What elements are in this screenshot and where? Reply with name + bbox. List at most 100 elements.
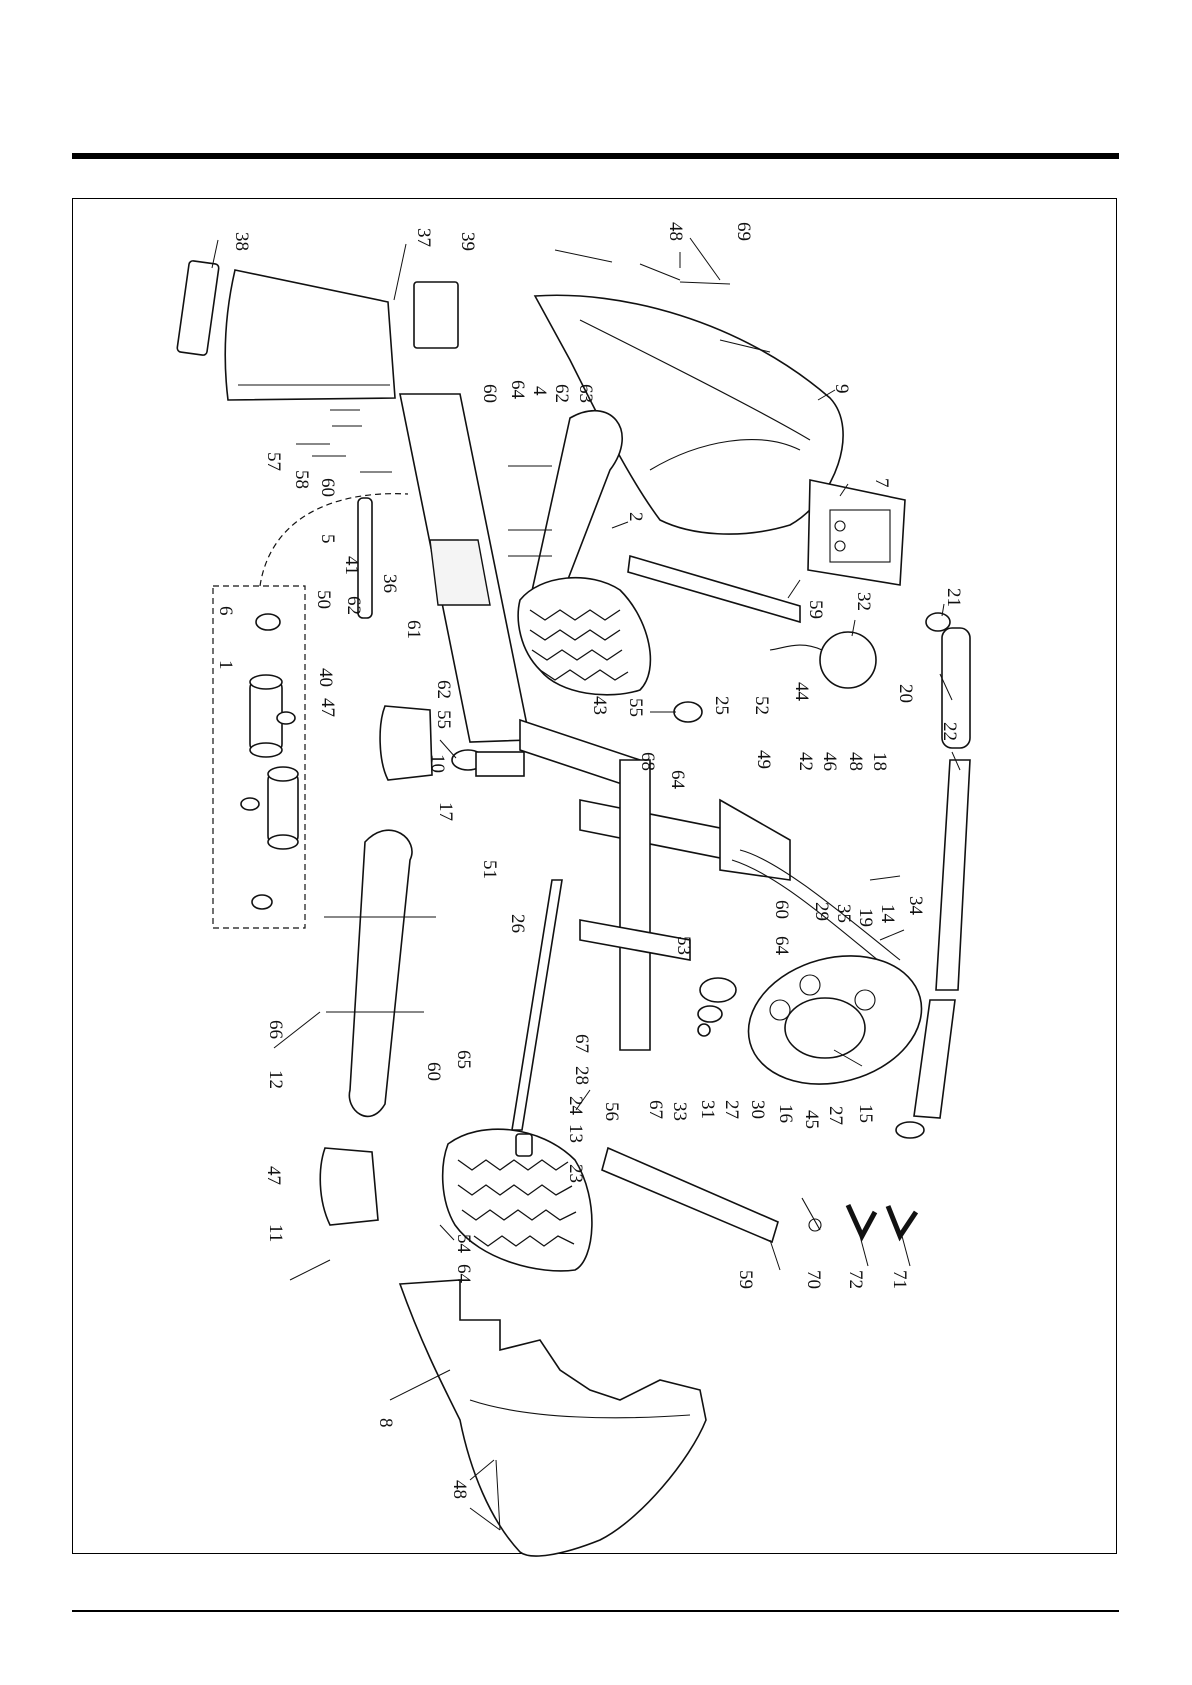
callout-60b: 60 <box>317 478 338 497</box>
callout-7: 7 <box>871 478 892 488</box>
callout-69: 69 <box>733 222 754 241</box>
callout-32: 32 <box>853 592 874 611</box>
part-end-cap-10 <box>380 706 432 780</box>
callout-40: 40 <box>315 668 336 687</box>
callout-60c: 60 <box>771 900 792 919</box>
part-tension-knob <box>650 702 702 722</box>
callout-64c: 64 <box>771 936 792 956</box>
part-sensor <box>770 632 876 688</box>
callout-47: 47 <box>317 698 338 717</box>
callout-31: 31 <box>697 1100 718 1119</box>
part-end-cap-11 <box>320 1148 378 1225</box>
callout-64b: 64 <box>667 770 688 790</box>
callout-50: 50 <box>313 590 334 609</box>
callout-45: 45 <box>801 1110 822 1129</box>
callout-5: 5 <box>317 534 338 544</box>
callout-55: 55 <box>433 710 454 729</box>
callout-24: 24 <box>565 1096 586 1116</box>
callout-59b: 59 <box>735 1270 756 1289</box>
callout-61: 61 <box>403 620 424 639</box>
callout-52: 52 <box>751 696 772 715</box>
callout-29: 29 <box>811 902 832 921</box>
callout-4: 4 <box>529 386 550 396</box>
callout-37: 37 <box>413 228 434 247</box>
callout-66: 66 <box>265 1020 286 1039</box>
callout-27b: 27 <box>825 1106 846 1125</box>
callout-72: 72 <box>845 1270 866 1289</box>
callout-70: 70 <box>803 1270 824 1289</box>
part-front-cover-left <box>400 1280 706 1556</box>
callout-18: 18 <box>869 752 890 771</box>
callout-36: 36 <box>379 574 400 593</box>
callout-26: 26 <box>507 914 528 933</box>
part-arm-bar-lower <box>602 1148 778 1242</box>
callout-63: 63 <box>575 384 596 403</box>
part-seat-knob <box>452 750 524 776</box>
callout-46: 46 <box>819 752 840 771</box>
callout-22: 22 <box>939 722 960 741</box>
callout-21: 21 <box>943 588 964 607</box>
callout-23: 23 <box>565 1164 586 1183</box>
callout-67b: 67 <box>645 1100 666 1119</box>
callout-15: 15 <box>855 1104 876 1123</box>
part-39-block <box>414 282 458 348</box>
callout-33: 33 <box>669 1102 690 1121</box>
callout-68: 68 <box>637 752 658 771</box>
callout-1: 1 <box>215 660 236 670</box>
callout-42: 42 <box>795 752 816 771</box>
callout-35: 35 <box>833 904 854 923</box>
callout-65: 65 <box>453 1050 474 1069</box>
callout-62c: 62 <box>433 680 454 699</box>
callout-16: 16 <box>775 1104 796 1123</box>
callout-12: 12 <box>265 1070 286 1089</box>
callout-28: 28 <box>571 1066 592 1085</box>
part-pulley <box>698 978 736 1036</box>
callout-62: 62 <box>551 384 572 403</box>
callout-13: 13 <box>565 1124 586 1143</box>
callout-8: 8 <box>375 1418 396 1428</box>
callout-43: 43 <box>589 696 610 715</box>
part-seat-cushion <box>225 270 395 400</box>
callout-10: 10 <box>427 754 448 773</box>
callout-30: 30 <box>747 1100 768 1119</box>
callout-51: 51 <box>479 860 500 879</box>
callout-59: 59 <box>805 600 826 619</box>
callout-57: 57 <box>263 452 284 471</box>
callout-71: 71 <box>889 1270 910 1289</box>
callout-11: 11 <box>265 1224 286 1242</box>
callout-56: 56 <box>601 1102 622 1121</box>
callout-14: 14 <box>877 904 898 924</box>
callout-34: 34 <box>905 896 926 916</box>
part-tools <box>802 1198 916 1236</box>
callout-48b: 48 <box>845 752 866 771</box>
callout-48: 48 <box>665 222 686 241</box>
callout-25: 25 <box>711 696 732 715</box>
callout-53: 53 <box>673 936 694 955</box>
callout-48c: 48 <box>449 1480 470 1499</box>
part-seat-rail <box>400 394 530 742</box>
callout-64d: 64 <box>453 1264 474 1284</box>
callout-27: 27 <box>721 1100 742 1119</box>
callout-54: 54 <box>453 1234 474 1254</box>
callout-62b: 62 <box>343 596 364 615</box>
callout-9: 9 <box>831 384 852 394</box>
part-rear-stabilizer <box>349 830 412 1116</box>
callout-64: 64 <box>507 380 528 400</box>
callout-47b: 47 <box>263 1166 284 1185</box>
callout-20: 20 <box>895 684 916 703</box>
callout-38: 38 <box>231 232 252 251</box>
callout-60: 60 <box>479 384 500 403</box>
callout-67: 67 <box>571 1034 592 1053</box>
part-console <box>808 480 905 585</box>
callout-60d: 60 <box>423 1062 444 1081</box>
part-arm-bar-upper <box>628 556 800 622</box>
callout-58: 58 <box>291 470 312 489</box>
callout-17: 17 <box>435 802 456 821</box>
callout-6: 6 <box>215 606 236 616</box>
callout-19: 19 <box>855 908 876 927</box>
callout-41: 41 <box>341 556 362 575</box>
callout-55b: 55 <box>625 698 646 717</box>
callout-39: 39 <box>457 232 478 251</box>
callout-2: 2 <box>625 512 646 522</box>
